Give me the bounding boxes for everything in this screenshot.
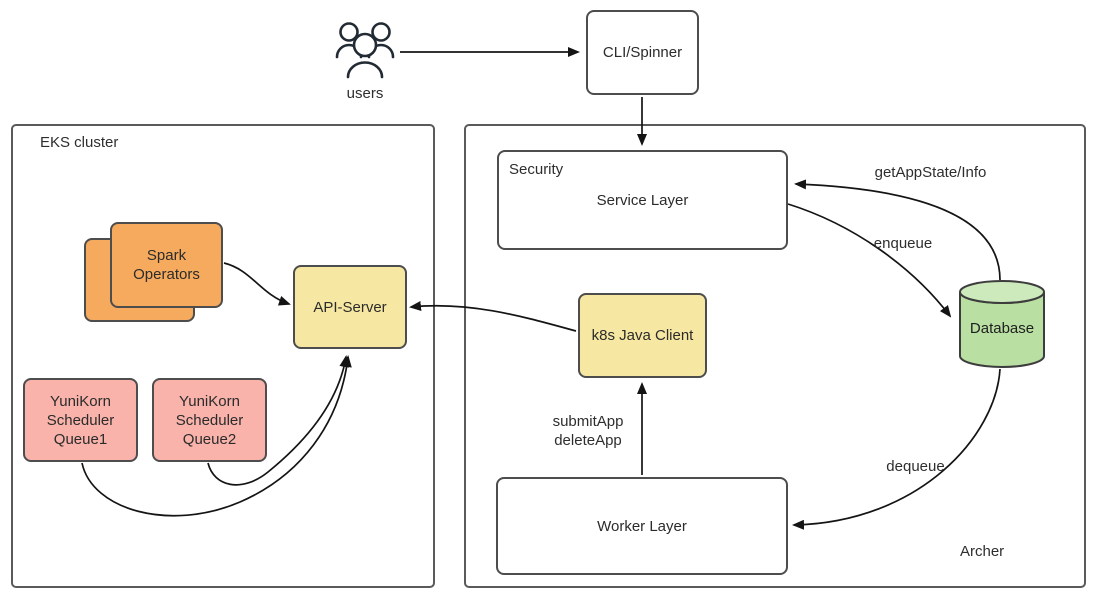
spark-operators-node: Spark Operators <box>110 222 223 308</box>
users-label: users <box>346 85 384 102</box>
edge-label-getappstate: getAppState/Info <box>874 164 987 181</box>
service-layer-node: Service Layer <box>497 150 788 250</box>
eks-cluster-container <box>11 124 435 588</box>
worker-layer-node: Worker Layer <box>496 477 788 575</box>
database-cylinder <box>958 279 1046 369</box>
api-server-node: API-Server <box>293 265 407 349</box>
cli-spinner-node: CLI/Spinner <box>586 10 699 95</box>
database-label: Database <box>969 319 1035 337</box>
security-label: Security <box>509 161 564 178</box>
edge-label-dequeue: dequeue <box>886 458 945 475</box>
k8s-java-client-node: k8s Java Client <box>578 293 707 378</box>
edge-label-submit-delete: submitApp deleteApp <box>552 413 624 449</box>
edge-label-enqueue: enqueue <box>873 235 933 252</box>
yunikorn-queue2-node: YuniKorn Scheduler Queue2 <box>152 378 267 462</box>
archer-label: Archer <box>960 543 1005 560</box>
users-icon <box>333 18 397 82</box>
yunikorn-queue1-node: YuniKorn Scheduler Queue1 <box>23 378 138 462</box>
eks-cluster-label: EKS cluster <box>40 134 119 151</box>
